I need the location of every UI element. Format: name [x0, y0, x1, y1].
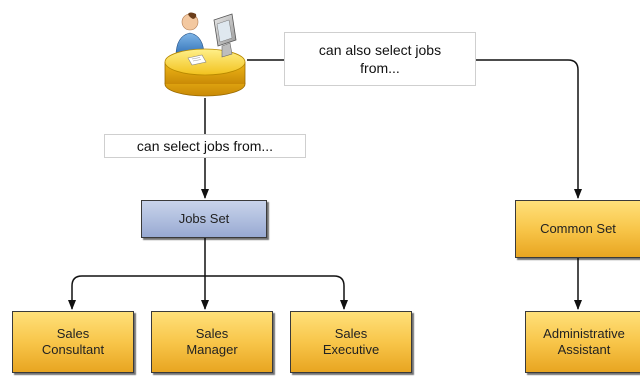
sales-executive-node: Sales Executive [290, 311, 412, 373]
sales-consultant-node: Sales Consultant [12, 311, 134, 373]
user-at-workstation-icon [164, 12, 246, 97]
connector-to-sales-consultant [68, 275, 205, 310]
sales-manager-node: Sales Manager [151, 311, 273, 373]
connector-to-sales-executive [205, 275, 348, 310]
edge-label-can-also-select-jobs-from: can also select jobs from... [284, 32, 476, 86]
administrative-assistant-node: Administrative Assistant [525, 311, 640, 373]
edge-label-can-select-jobs-from: can select jobs from... [104, 134, 306, 158]
common-set-node: Common Set [515, 200, 640, 258]
jobs-set-node: Jobs Set [141, 200, 267, 238]
connector-user-to-common-set [247, 59, 582, 199]
